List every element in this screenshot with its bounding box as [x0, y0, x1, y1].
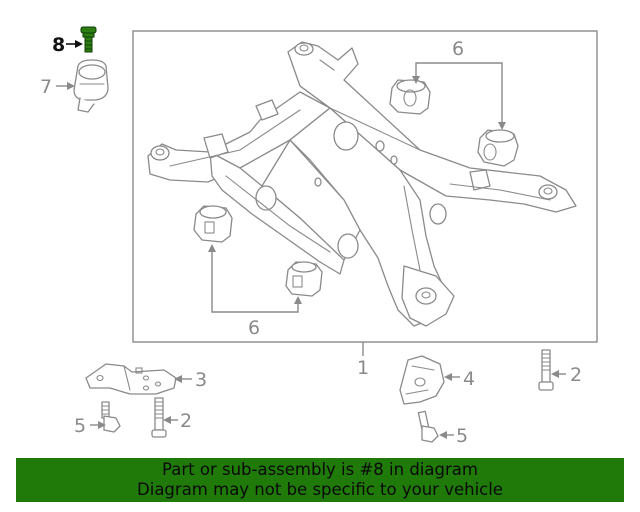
callout-2-right[interactable]: 2	[570, 364, 582, 386]
notice-line-1: Part or sub-assembly is #8 in diagram	[162, 460, 478, 479]
callout-5-left[interactable]: 5	[74, 415, 86, 437]
part-6-bushing-lower-right[interactable]	[285, 261, 323, 297]
arrow-6-upper-right	[498, 122, 506, 130]
callout-6-lower[interactable]: 6	[248, 317, 260, 339]
leader-6-lower	[211, 250, 299, 313]
part-notice-banner: Part or sub-assembly is #8 in diagram Di…	[16, 458, 624, 502]
part-5-bolt-right[interactable]	[417, 410, 439, 443]
subframe-frame-box	[132, 30, 598, 343]
part-7-mount[interactable]	[73, 59, 109, 113]
callout-6-upper[interactable]: 6	[452, 38, 464, 60]
arrow-5-right	[439, 431, 447, 439]
arrow-4	[444, 373, 452, 381]
arrow-5-left	[98, 421, 106, 429]
part-6-bushing-upper-left[interactable]	[389, 79, 431, 115]
part-1-subframe[interactable]	[147, 41, 577, 327]
callout-4[interactable]: 4	[463, 368, 475, 390]
leader-6-upper	[415, 62, 503, 124]
part-2-bolt-lower[interactable]	[151, 397, 167, 438]
arrow-8	[75, 40, 83, 48]
part-2-bolt-right[interactable]	[538, 349, 554, 391]
notice-line-2: Diagram may not be specific to your vehi…	[137, 480, 503, 499]
part-4-bracket[interactable]	[399, 355, 445, 405]
part-5-bolt-left[interactable]	[101, 401, 121, 433]
callout-2-lower[interactable]: 2	[180, 410, 192, 432]
arrow-2-lower	[163, 416, 171, 424]
part-6-bushing-upper-right[interactable]	[477, 129, 519, 167]
callout-8[interactable]: 8	[52, 34, 65, 56]
arrow-2-right	[551, 370, 559, 378]
arrow-6-upper-left	[412, 76, 420, 84]
part-3-bracket[interactable]	[85, 363, 177, 395]
part-6-bushing-lower-left[interactable]	[193, 205, 233, 243]
arrow-3	[174, 375, 182, 383]
arrow-6-lower-left	[208, 244, 216, 252]
callout-3[interactable]: 3	[195, 369, 207, 391]
callout-5-right[interactable]: 5	[456, 425, 468, 447]
part-8-bolt-highlighted[interactable]	[80, 26, 97, 53]
callout-1[interactable]: 1	[357, 357, 369, 379]
arrow-6-lower-right	[294, 296, 302, 304]
arrow-7	[67, 82, 75, 90]
callout-7[interactable]: 7	[40, 76, 52, 98]
